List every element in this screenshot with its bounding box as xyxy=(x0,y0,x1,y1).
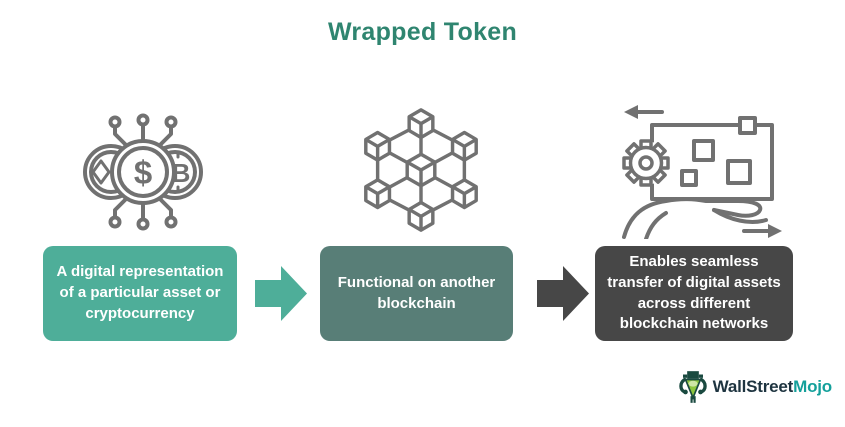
page-title: Wrapped Token xyxy=(327,18,518,46)
step-box-functional-blockchain: Functional on another blockchain xyxy=(320,246,513,341)
blockchain-network-icon xyxy=(364,108,478,232)
flow-arrow-right-icon xyxy=(255,266,307,321)
logo-text: WallStreetMojo xyxy=(712,377,833,397)
asset-square xyxy=(692,139,715,162)
gear-icon xyxy=(622,139,670,187)
dollar-symbol: $ xyxy=(134,154,152,191)
step-label: Functional on another blockchain xyxy=(337,273,496,312)
block-cube-icon xyxy=(450,130,478,162)
crypto-coins-icon: B $ xyxy=(83,113,203,231)
block-cube-icon xyxy=(407,108,435,140)
asset-square xyxy=(738,116,757,135)
circuit-dot-icon xyxy=(164,215,178,229)
step-label: Enables seamless transfer of digital ass… xyxy=(607,253,781,333)
left-arrow-icon xyxy=(624,105,664,119)
block-cube-icon xyxy=(450,178,478,210)
block-cube-icon xyxy=(407,200,435,232)
wallstreetmojo-logo: WallStreetMojo xyxy=(678,368,832,406)
wallstreetmojo-bull-icon xyxy=(678,371,707,403)
bitcoin-symbol: B xyxy=(172,158,191,188)
logo-text-mojo: Mojo xyxy=(793,377,832,396)
block-cube-icon xyxy=(364,178,392,210)
block-cube-icon xyxy=(405,152,437,188)
ethereum-symbol xyxy=(91,159,111,185)
block-cube-icon xyxy=(364,130,392,162)
circuit-dot-icon xyxy=(136,217,150,231)
asset-transfer-hand-icon xyxy=(622,105,782,239)
asset-square xyxy=(680,169,698,187)
hand-icon xyxy=(622,197,768,239)
logo-text-wallstreet: WallStreet xyxy=(712,377,794,396)
right-arrow-icon xyxy=(742,224,782,238)
step-box-digital-representation: A digital representation of a particular… xyxy=(43,246,237,341)
flow-arrow-right-icon xyxy=(537,266,589,321)
circuit-dot-icon xyxy=(108,215,122,229)
asset-square xyxy=(726,159,752,185)
step-box-seamless-transfer: Enables seamless transfer of digital ass… xyxy=(595,246,793,341)
step-label: A digital representation of a particular… xyxy=(56,263,224,322)
